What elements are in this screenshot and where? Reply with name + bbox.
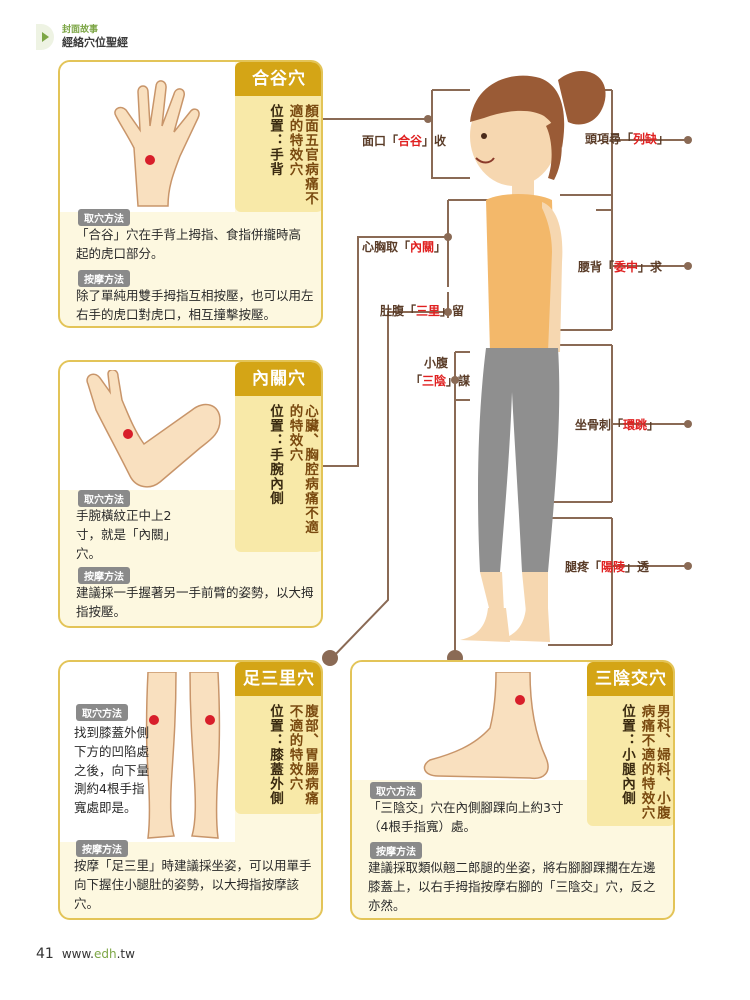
- card-sanyinjiao-method-tag: 取穴方法: [370, 782, 422, 799]
- card-zusanli-method: 找到膝蓋外側下方的凹陷處之後，向下量測約4根手指寬處即是。: [74, 725, 150, 815]
- card-neiguan-effect: 心臟、胸腔病痛不適的特效穴: [286, 404, 318, 535]
- page-number: 41: [36, 946, 54, 962]
- card-zusanli-massage-tag: 按摩方法: [76, 840, 128, 857]
- flow-label-face: 面口「合谷」收: [362, 134, 447, 148]
- hand-illustration: [114, 80, 200, 207]
- card-hegu-title: 合谷穴: [235, 62, 321, 96]
- card-zusanli: 足三里穴 腹部、胃腸病痛不適的特效穴 位置：膝蓋外側 取穴方法 找到膝蓋外側下方…: [58, 660, 323, 920]
- card-neiguan-massage-tag: 按摩方法: [78, 567, 130, 584]
- card-hegu-method-tag: 取穴方法: [78, 209, 130, 226]
- page-header: 封面故事 經絡穴位聖經: [36, 22, 128, 52]
- header-text: 封面故事 經絡穴位聖經: [62, 25, 128, 49]
- card-sanyinjiao-location: 位置：小腿內側: [618, 704, 635, 806]
- card-zusanli-title: 足三里穴: [235, 662, 321, 696]
- card-zusanli-info-panel: 腹部、胃腸病痛不適的特效穴 位置：膝蓋外側: [235, 696, 321, 814]
- card-hegu-info-panel: 顏面五官病痛不適的特效穴 位置：手背: [235, 96, 321, 212]
- page-footer: 41 www.edh.tw: [36, 946, 135, 962]
- flow-label-neck: 頭項尋「列缺」: [585, 132, 670, 146]
- forearm-illustration: [86, 370, 221, 488]
- foot-illustration: [423, 672, 549, 780]
- flow-label-belly: 肚腹「三里」留: [380, 304, 465, 318]
- flow-label-leg: 腿疼「陽陵」透: [565, 560, 650, 574]
- flow-label-hip: 坐骨刺「環跳」: [575, 418, 660, 432]
- flow-label-chest: 心胸取「內關」: [362, 240, 447, 254]
- card-neiguan-info-panel: 心臟、胸腔病痛不適的特效穴 位置：手腕內側: [235, 396, 321, 552]
- flow-label-back: 腰背「委中」求: [578, 260, 663, 274]
- card-hegu-effect: 顏面五官病痛不適的特效穴: [286, 104, 318, 206]
- header-tab: [36, 24, 54, 50]
- card-neiguan-method: 手腕橫紋正中上2寸，就是「內關」穴。: [76, 508, 177, 561]
- card-neiguan-method-tag: 取穴方法: [78, 490, 130, 507]
- card-hegu-method: 「合谷」穴在手背上拇指、食指併攏時高起的虎口部分。: [76, 227, 302, 261]
- card-neiguan-massage: 建議採一手握著另一手前臂的姿勢，以大拇指按壓。: [76, 585, 314, 619]
- flow-label-abdomen-line1: 小腹: [424, 356, 449, 370]
- play-icon: [41, 32, 49, 42]
- card-sanyinjiao: 三陰交穴 男科、婦科、小腹病痛不適的特效穴 位置：小腿內側 取穴方法 「三陰交」…: [350, 660, 675, 920]
- card-sanyinjiao-massage: 建議採取類似翹二郎腿的坐姿，將右腳腳踝擱在左邊膝蓋上，以右手拇指按摩右腳的「三陰…: [368, 860, 656, 913]
- card-sanyinjiao-info-panel: 男科、婦科、小腹病痛不適的特效穴 位置：小腿內側: [587, 696, 673, 826]
- flow-label-abdomen: 「三陰」謀: [410, 374, 471, 388]
- card-zusanli-effect: 腹部、胃腸病痛不適的特效穴: [286, 704, 318, 806]
- card-neiguan: 內關穴 心臟、胸腔病痛不適的特效穴 位置：手腕內側 取穴方法 手腕橫紋正中上2寸…: [58, 360, 323, 628]
- card-zusanli-location: 位置：膝蓋外側: [266, 704, 283, 806]
- card-neiguan-title: 內關穴: [235, 362, 321, 396]
- card-hegu-location: 位置：手背: [266, 104, 283, 177]
- card-sanyinjiao-effect: 男科、婦科、小腹病痛不適的特效穴: [638, 704, 670, 820]
- card-hegu-massage-tag: 按摩方法: [78, 270, 130, 287]
- footer-url: www.edh.tw: [61, 947, 135, 961]
- card-sanyinjiao-title: 三陰交穴: [587, 662, 673, 696]
- card-zusanli-method-tag: 取穴方法: [76, 704, 128, 721]
- woman-figure-illustration: [460, 70, 606, 642]
- card-sanyinjiao-method: 「三陰交」穴在內側腳踝向上約3寸（4根手指寬）處。: [368, 800, 564, 834]
- card-sanyinjiao-massage-tag: 按摩方法: [370, 842, 422, 859]
- card-neiguan-location: 位置：手腕內側: [266, 404, 283, 506]
- legs-illustration: [145, 672, 221, 839]
- header-title: 經絡穴位聖經: [62, 35, 128, 49]
- header-section: 封面故事: [62, 25, 99, 35]
- card-zusanli-massage: 按摩「足三里」時建議採坐姿，可以用單手向下握住小腿肚的姿勢，以大拇指按摩該穴。: [74, 858, 312, 911]
- card-hegu: 合谷穴 顏面五官病痛不適的特效穴 位置：手背 取穴方法 「合谷」穴在手背上拇指、…: [58, 60, 323, 328]
- card-hegu-massage: 除了單純用雙手拇指互相按壓，也可以用左右手的虎口對虎口，相互撞擊按壓。: [76, 288, 314, 322]
